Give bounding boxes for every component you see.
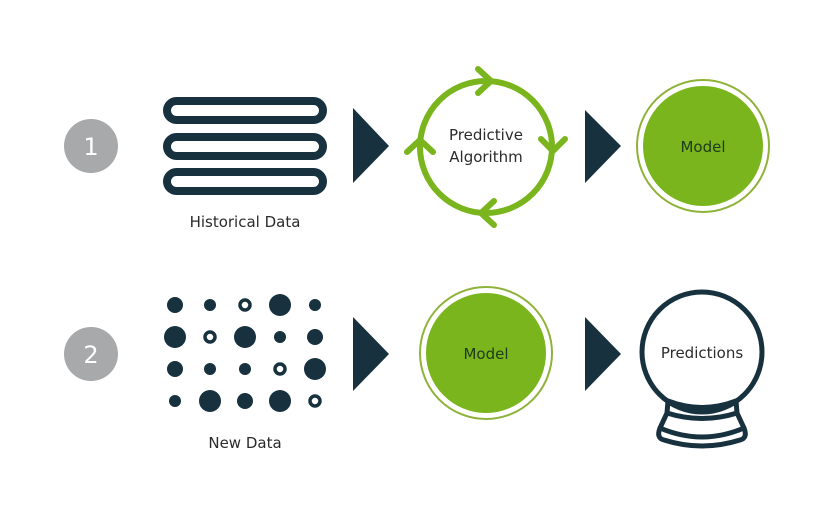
- data-point-ring: [238, 298, 252, 312]
- step-badge-circle: [64, 119, 118, 173]
- data-point-ring: [308, 394, 322, 408]
- step-number: 1: [83, 133, 98, 161]
- data-point-dot: [234, 326, 256, 348]
- data-point-dot: [237, 393, 253, 409]
- crystal-ball-icon: Predictions: [639, 289, 765, 449]
- model-process: Model: [419, 286, 553, 420]
- model-output: Model: [636, 79, 770, 213]
- data-bar: [163, 168, 327, 195]
- data-bar: [163, 133, 327, 160]
- data-point-dot: [269, 390, 291, 412]
- step-2-badge: 2: [64, 327, 118, 381]
- data-point-dot: [269, 294, 291, 316]
- step-1: 1 Historical Data Predictive Algorithm: [64, 66, 770, 231]
- stacked-bars-icon: [163, 97, 327, 195]
- data-point-ring: [273, 362, 287, 376]
- data-point-dot: [304, 358, 326, 380]
- data-point-dot: [169, 395, 181, 407]
- arrow-right-icon: [585, 110, 621, 183]
- step-badge-circle: [64, 327, 118, 381]
- new-data-label: New Data: [208, 434, 281, 452]
- step-2: 2 New Data Model Predictions: [64, 286, 765, 452]
- arrow-right-icon: [353, 108, 389, 183]
- data-point-dot: [307, 329, 323, 345]
- dot-grid-icon: [164, 294, 326, 412]
- cycle-arrowhead-left: [404, 137, 436, 155]
- cycle-arrowhead-top: [475, 66, 494, 96]
- data-point-dot: [167, 361, 183, 377]
- crystal-ball-sphere: [639, 289, 765, 415]
- historical-data-label: Historical Data: [190, 213, 301, 231]
- model-label: Model: [680, 138, 725, 156]
- data-point-ring: [203, 330, 217, 344]
- data-point-dot: [199, 390, 221, 412]
- step-1-badge: 1: [64, 119, 118, 173]
- model-label: Model: [463, 345, 508, 363]
- predictions-label: Predictions: [661, 344, 744, 362]
- data-point-dot: [239, 363, 251, 375]
- green-disc-icon: [643, 86, 763, 206]
- algorithm-label-line1: Predictive: [449, 126, 523, 144]
- crystal-ball-collar: [665, 398, 739, 410]
- cycle-ring: [417, 78, 555, 216]
- data-point-dot: [204, 299, 216, 311]
- algorithm-label-line2: Algorithm: [449, 148, 522, 166]
- cycle-arrowhead-right: [538, 136, 568, 154]
- crystal-ball-base: [656, 425, 748, 449]
- data-point-dot: [164, 326, 186, 348]
- arrow-right-icon: [353, 317, 389, 391]
- data-point-dot: [309, 299, 321, 311]
- crystal-ball-stand: [657, 410, 747, 440]
- cycle-arrowhead-bottom: [478, 198, 497, 228]
- cycle-arrows-icon: Predictive Algorithm: [404, 66, 568, 228]
- data-point-dot: [204, 363, 216, 375]
- data-point-dot: [274, 331, 286, 343]
- step-number: 2: [83, 341, 98, 369]
- arrow-right-icon: [585, 317, 621, 391]
- data-bar: [163, 97, 327, 124]
- data-point-dot: [167, 297, 183, 313]
- green-disc-icon: [426, 293, 546, 413]
